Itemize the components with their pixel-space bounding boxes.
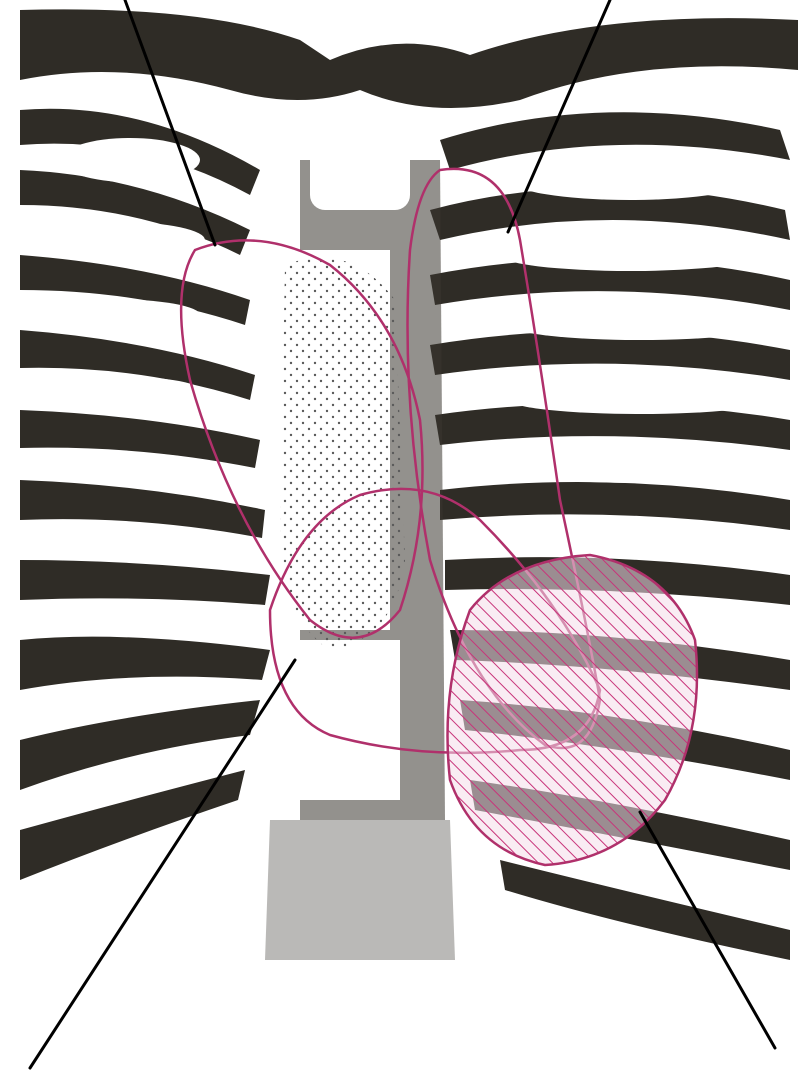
stippled-mediastinal-region [280, 258, 405, 650]
